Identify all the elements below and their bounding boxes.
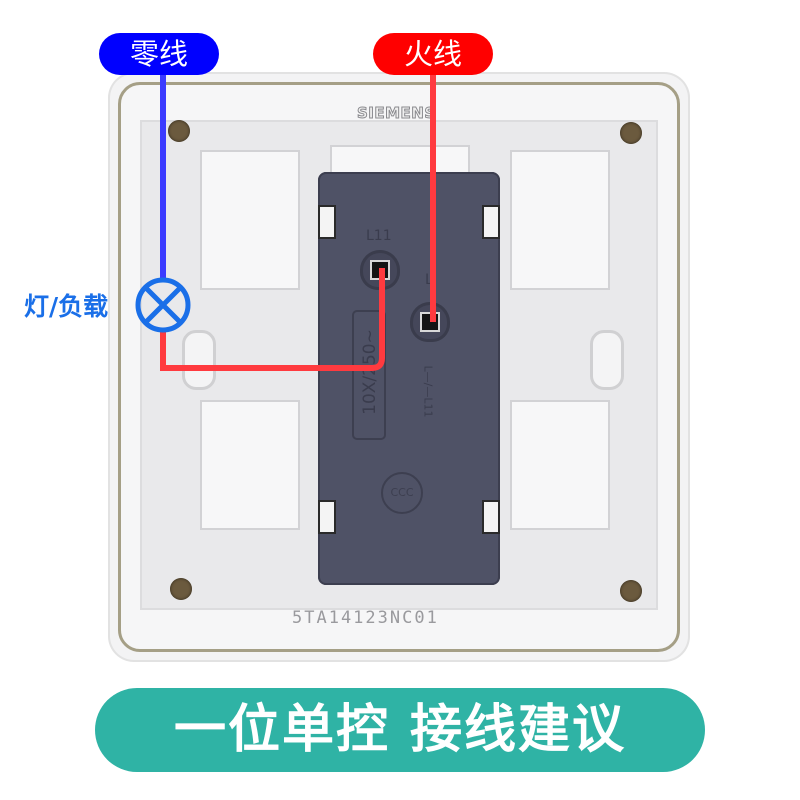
module-clip [318, 500, 336, 534]
load-to-switch-wire [160, 268, 385, 371]
module-clip [318, 205, 336, 239]
frame-slot [330, 145, 470, 175]
frame-slot [510, 400, 610, 530]
screw-hole [168, 120, 190, 142]
terminal-l-label: L [425, 272, 433, 288]
neutral-label: 零线 [99, 33, 219, 75]
screw-hole [620, 580, 642, 602]
rating-label: 10X/250~ [352, 310, 386, 440]
module-clip [482, 205, 500, 239]
frame-slot [200, 400, 300, 530]
mounting-hole [182, 330, 216, 390]
brand-logo: SIEMENS [357, 104, 436, 123]
frame-slot [200, 150, 300, 290]
terminal-l11-label: L11 [366, 228, 392, 244]
lamp-icon [135, 277, 191, 333]
switch-module [318, 172, 500, 585]
frame-slot [510, 150, 610, 290]
module-clip [482, 500, 500, 534]
screw-hole [170, 578, 192, 600]
screw-hole [620, 122, 642, 144]
title-banner: 一位单控 接线建议 [95, 688, 705, 772]
live-label: 火线 [373, 33, 493, 75]
mounting-hole [590, 330, 624, 390]
ccc-mark: CCC [381, 472, 423, 514]
load-label: 灯/负载 [24, 292, 109, 321]
model-number: 5TA14123NC01 [292, 608, 439, 628]
